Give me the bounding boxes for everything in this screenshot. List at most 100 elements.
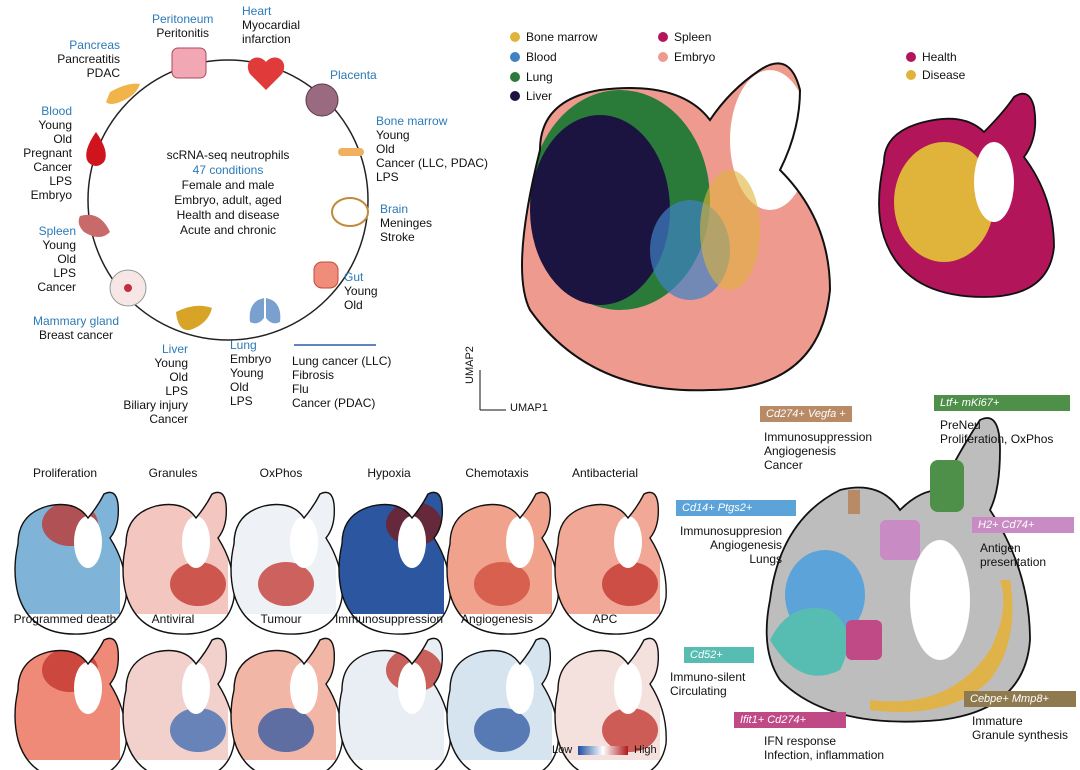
organ-name: Blood (41, 104, 72, 118)
cluster-gap (910, 540, 970, 660)
legend-label: Liver (526, 89, 553, 103)
organ-spleen: Spleen Young Old LPS Cancer (18, 224, 76, 294)
cluster-desc: Immature Granule synthesis (972, 714, 1069, 742)
organ-item: Fibrosis (292, 368, 335, 382)
program-fill (339, 638, 444, 760)
program-gap (614, 516, 642, 568)
brain-icon (331, 197, 369, 227)
legend-label: Embryo (674, 50, 716, 64)
program-title: Hypoxia (367, 466, 411, 480)
organ-item: Stroke (380, 230, 415, 244)
heart-icon (247, 57, 285, 90)
program-hotspot (474, 562, 530, 606)
organ-item: LPS (376, 170, 399, 184)
program-umap (14, 491, 127, 635)
program-title: Tumour (260, 612, 302, 626)
gut-icon (313, 261, 339, 289)
program-umap (446, 637, 559, 770)
organ-circle-diagram (78, 47, 376, 346)
cluster-cd274 (848, 490, 860, 514)
program-gap (398, 516, 426, 568)
program-title: Antiviral (151, 612, 195, 626)
organ-name: Spleen (38, 224, 76, 238)
program-hotspot (602, 562, 658, 606)
program-hotspot (170, 708, 226, 752)
program-hotspot (170, 562, 226, 606)
organ-item: Old (344, 298, 363, 312)
liver-icon (176, 305, 212, 331)
organ-item: LPS (49, 174, 72, 188)
organ-item: Cancer (37, 280, 76, 294)
cluster-desc: Immunosuppression Angiogenesis Cancer (764, 430, 873, 472)
cluster-cd52 (770, 608, 848, 676)
cluster-desc: IFN response Infection, inflammation (764, 734, 885, 762)
organ-item: Cancer (33, 160, 72, 174)
program-umap (554, 637, 667, 770)
organ-item: PDAC (86, 66, 120, 80)
program-outline (554, 491, 667, 635)
program-outline (122, 491, 235, 635)
organ-item: Cancer (PDAC) (292, 396, 376, 410)
organ-blood: Blood Young Old Pregnant Cancer LPS Embr… (14, 104, 72, 202)
cluster-label: Ltf+ mKi67+ (934, 395, 1070, 411)
legend-lung: Lung (510, 70, 553, 84)
organ-item: Young (344, 284, 378, 298)
legend-liver: Liver (510, 89, 552, 103)
program-fill (339, 492, 444, 614)
organ-item: Old (230, 380, 249, 394)
organ-item: LPS (165, 384, 188, 398)
program-gap (290, 662, 318, 714)
program-title: Granules (148, 466, 198, 480)
umap-bone-marrow-region (700, 170, 760, 290)
organ-name: Peritoneum (152, 12, 214, 26)
organ-item: Young (38, 118, 72, 132)
organ-item: Embryo (30, 188, 72, 202)
organ-lung: Lung Embryo Young Old LPS (230, 338, 271, 408)
center-line: Health and disease (176, 208, 280, 222)
program-umap (122, 637, 235, 770)
organ-item: Peritonitis (156, 26, 210, 40)
organ-item: Myocardial (242, 18, 301, 32)
program-gap (506, 662, 534, 714)
organ-name: Mammary gland (32, 314, 120, 328)
cluster-desc: PreNeu Proliferation, OxPhos (940, 418, 1054, 446)
center-line: Embryo, adult, aged (174, 193, 282, 207)
organ-name: Liver (161, 342, 188, 356)
organ-item: Cancer (LLC, PDAC) (376, 156, 489, 170)
bone-icon (338, 148, 364, 156)
program-title: Programmed death (13, 612, 117, 626)
program-umap (554, 491, 667, 635)
program-title: Angiogenesis (460, 612, 534, 626)
organ-item: Young (230, 366, 264, 380)
organ-pancreas: Pancreas Pancreatitis PDAC (52, 38, 120, 80)
cluster-desc: Immuno-silent Circulating (670, 670, 746, 698)
program-umap (446, 491, 559, 635)
organ-liver: Liver Young Old LPS Biliary injury Cance… (118, 342, 188, 426)
circle-center: scRNA-seq neutrophils 47 conditions Fema… (150, 148, 306, 238)
cluster-desc: Antigen presentation (980, 541, 1047, 569)
program-title: Proliferation (32, 466, 98, 480)
program-gap (614, 662, 642, 714)
cluster-ifit1 (846, 620, 882, 660)
cluster-label: H2+ Cd74+ (972, 517, 1074, 533)
organ-item: LPS (230, 394, 253, 408)
program-hotspot (258, 708, 314, 752)
peritoneum-icon (171, 47, 207, 79)
cluster-ltf (930, 460, 964, 512)
program-fill (15, 638, 120, 760)
organ-mammary: Mammary gland Breast cancer (28, 314, 124, 342)
organ-item: Young (42, 238, 76, 252)
program-umap (338, 491, 451, 635)
center-line: Acute and chronic (179, 223, 277, 237)
lung-icon (249, 298, 281, 324)
legend-spleen: Spleen (658, 30, 711, 44)
program-umap (14, 637, 127, 770)
organ-item: Young (154, 356, 188, 370)
state-gap (974, 142, 1014, 222)
legend-embryo: Embryo (658, 50, 715, 64)
program-title: Immunosuppression (334, 612, 444, 626)
organ-item: Old (169, 370, 188, 384)
organ-item: Old (53, 132, 72, 146)
organ-item: Lung cancer (LLC) (292, 354, 392, 368)
organ-item: Young (376, 128, 410, 142)
